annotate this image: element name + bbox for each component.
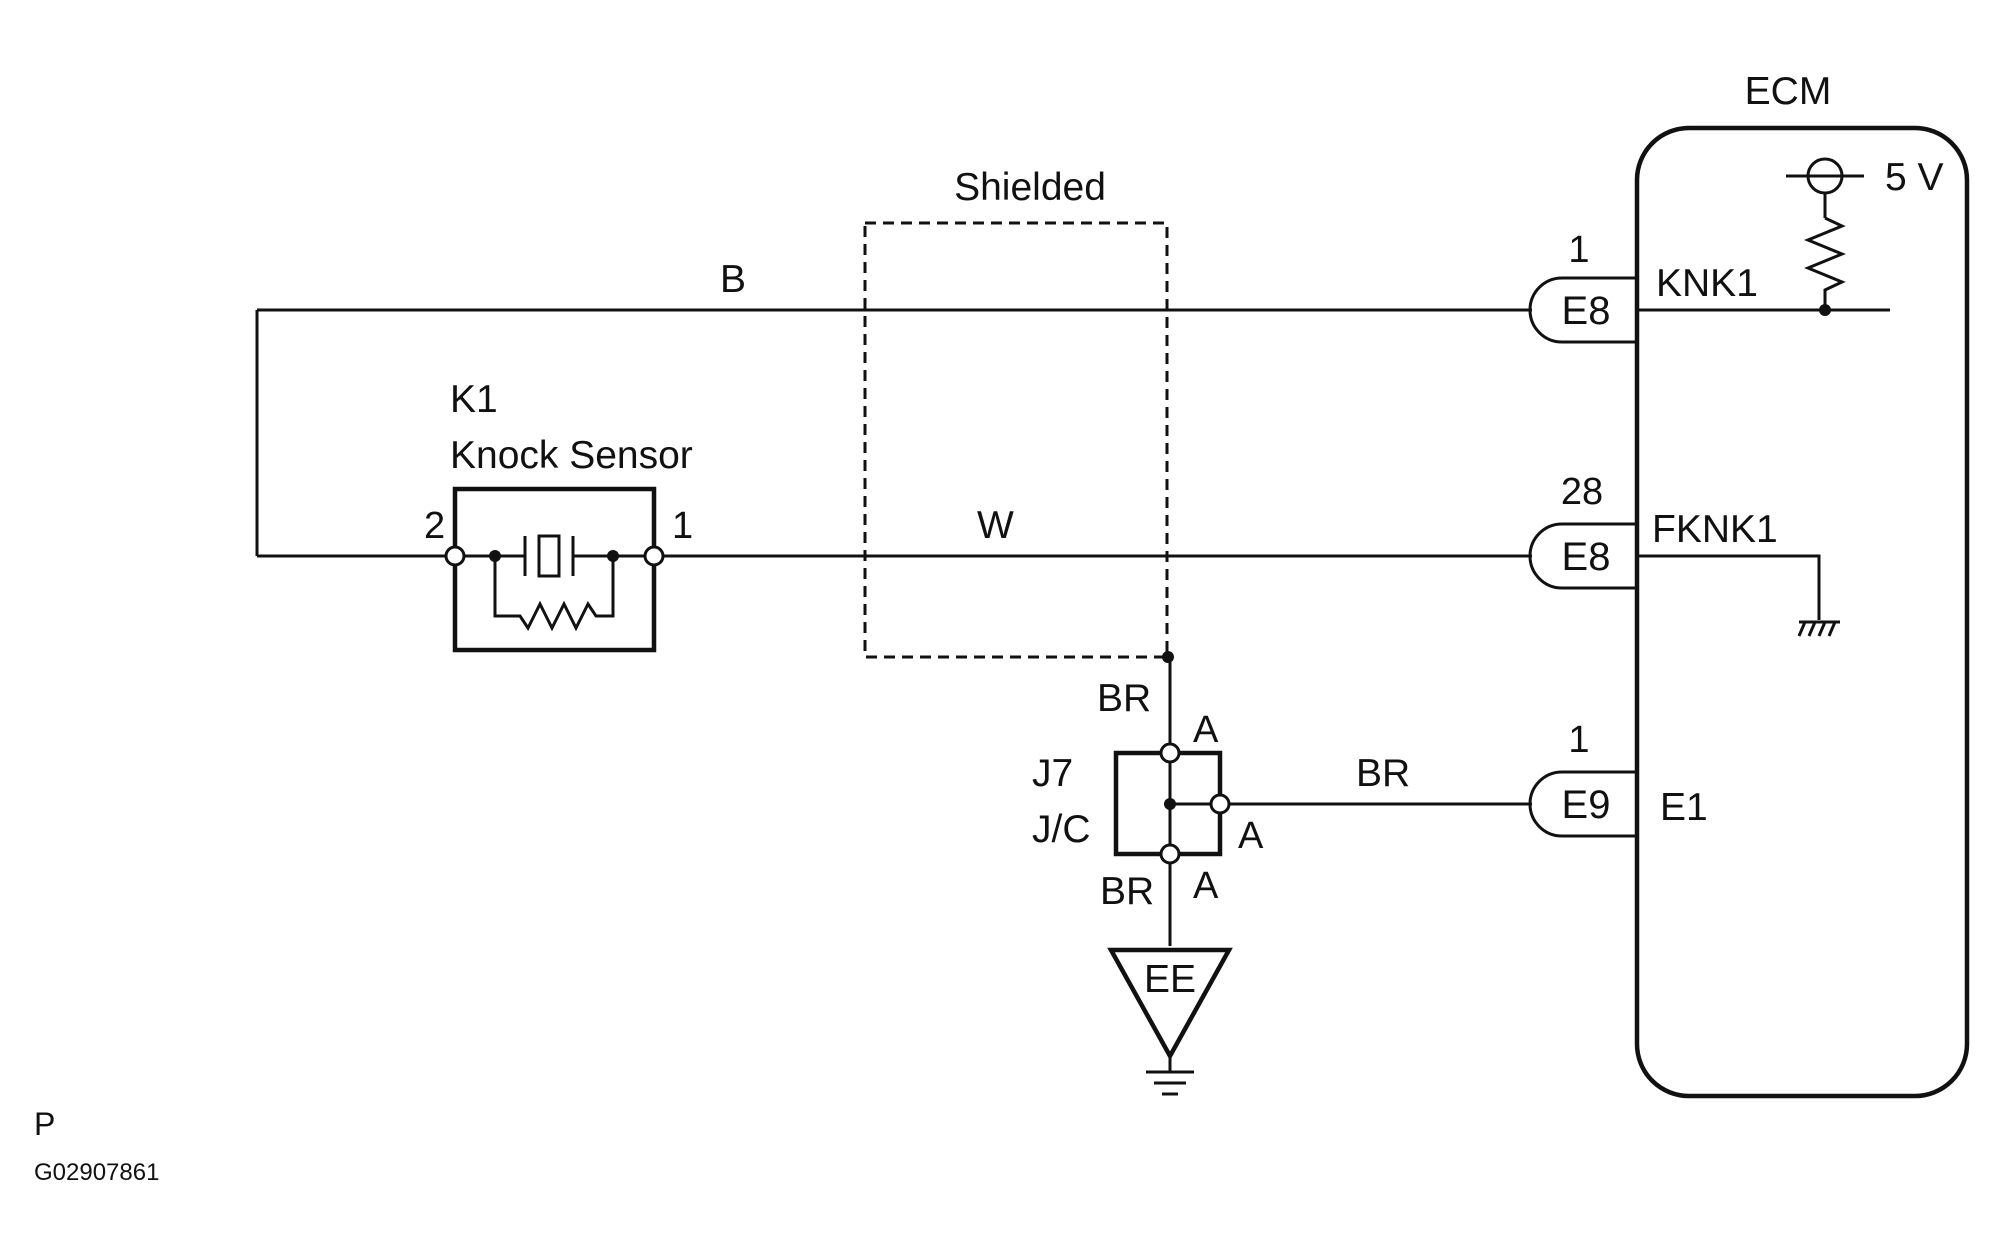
junction-code: J7 [1032,752,1073,795]
fknk1-internal-line [1637,554,1821,620]
wire-to-e1-label: BR [1356,752,1410,795]
shield-drain-splice [1162,651,1174,663]
junction-terminal-right [1209,793,1231,815]
connector-e8-knk1: 1 E8 KNK1 [1528,229,1758,344]
connector-signal: KNK1 [1656,262,1758,305]
ground-point-triangle [1107,947,1233,1061]
chassis-ground-icon [1797,620,1840,637]
supply-5v-icon [1786,157,1864,316]
wire-ground-label: BR [1100,870,1154,913]
connector-code: E9 [1562,783,1611,827]
sensor-pin-2-terminal [444,545,466,567]
junction-terminal-bottom-label: A [1193,865,1219,907]
connector-code: E8 [1562,535,1611,579]
junction-terminal-bottom [1159,843,1181,865]
junction-splice [1164,798,1176,810]
sensor-pin-1-terminal [643,545,665,567]
wire-b-label: B [720,258,746,301]
junction-type: J/C [1032,808,1091,851]
junction-terminal-top [1159,742,1181,764]
ground-point-label: EE [1144,958,1196,1001]
sensor-pin-left: 2 [424,505,445,547]
connector-e8-fknk1: 28 E8 FKNK1 [1528,471,1778,590]
wire-drain-label: BR [1097,677,1151,720]
knock-sensor-box [452,486,657,653]
connector-signal: E1 [1660,786,1708,829]
junction-terminal-right-label: A [1238,815,1264,857]
junction-terminal-top-label: A [1193,709,1219,751]
piezo-element-icon [455,534,654,578]
shielded-label: Shielded [954,166,1106,209]
sensor-code: K1 [450,378,498,421]
ecm-box [1634,125,1970,1099]
footer-letter: P [34,1106,55,1142]
shielded-region [863,221,1169,659]
connector-code: E8 [1562,289,1611,333]
wire-w-label: W [977,504,1014,547]
connector-pin: 1 [1568,229,1589,271]
connector-signal: FKNK1 [1652,508,1778,551]
connector-e9-e1: 1 E9 E1 [1528,719,1708,838]
connector-pin: 28 [1561,471,1603,513]
ecm-title: ECM [1745,70,1832,113]
connector-pin: 1 [1568,719,1589,761]
figure-id: G02907861 [34,1159,159,1186]
sensor-pin-right: 1 [672,505,693,547]
supply-label: 5 V [1885,156,1944,199]
sensor-name: Knock Sensor [450,434,693,477]
sensor-resistor-icon [493,556,615,632]
earth-ground-icon [1146,1056,1194,1096]
